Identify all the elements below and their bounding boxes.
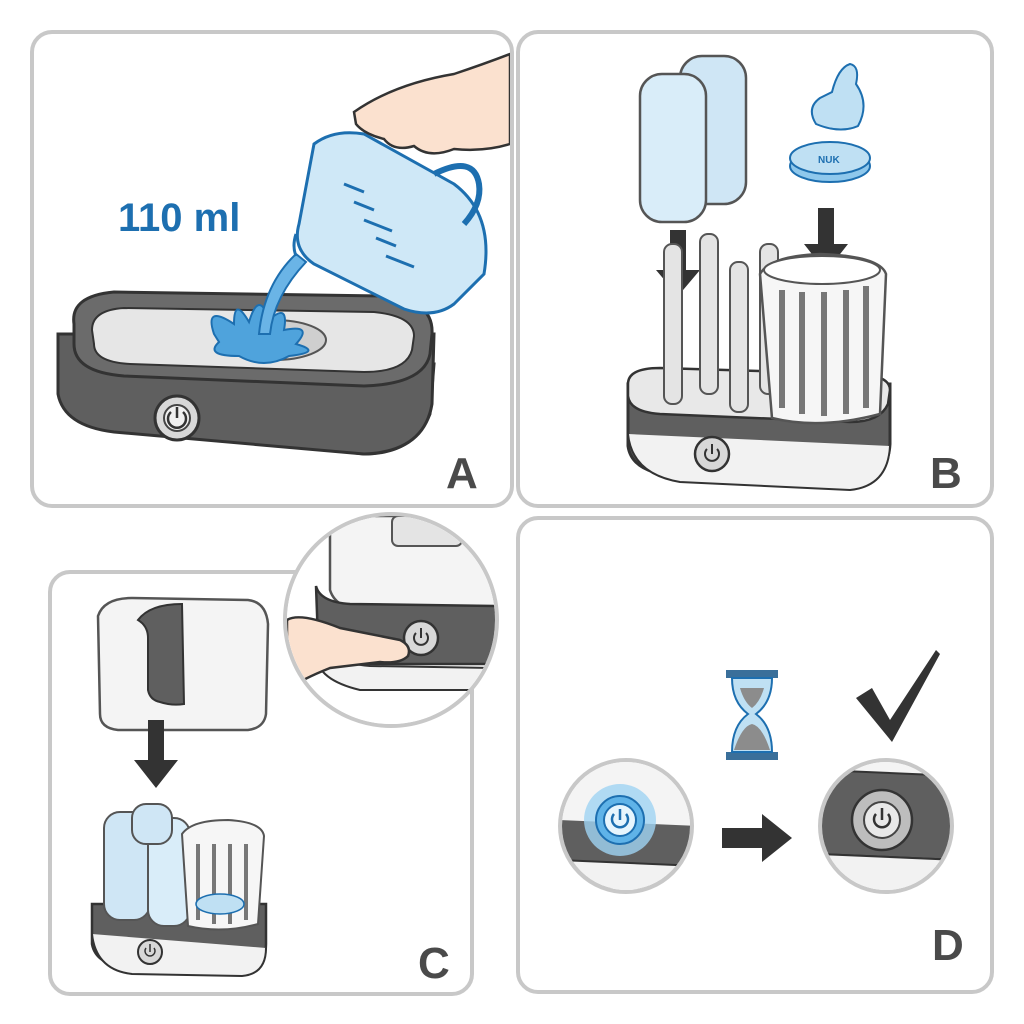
basket-icon xyxy=(182,820,264,930)
basket-icon xyxy=(760,254,886,423)
lid-icon xyxy=(98,598,268,730)
panel-d-illustration xyxy=(520,520,990,990)
teat-icon xyxy=(812,64,864,130)
panel-letter-b: B xyxy=(930,452,962,496)
right-arrow-icon xyxy=(722,814,792,862)
hourglass-icon xyxy=(726,670,778,760)
ring-icon: NUK xyxy=(790,142,870,182)
panel-letter-c: C xyxy=(418,942,450,986)
panel-a: 110 ml A xyxy=(30,30,514,508)
panel-letter-d: D xyxy=(932,924,964,968)
panel-b-illustration: NUK xyxy=(520,34,990,504)
measuring-jug-icon xyxy=(294,133,486,313)
bottle-icon xyxy=(104,804,190,926)
checkmark-icon xyxy=(856,650,940,742)
power-button-lit xyxy=(560,760,700,900)
panel-d: D xyxy=(516,516,994,994)
panel-letter-a: A xyxy=(446,452,478,496)
panel-c: C xyxy=(48,570,474,996)
power-button-off xyxy=(820,760,960,900)
panel-a-illustration xyxy=(34,34,510,504)
bottle-icon xyxy=(640,56,746,222)
panel-b: NUK B xyxy=(516,30,994,508)
ring-brand-text: NUK xyxy=(818,155,840,166)
hand-icon xyxy=(354,54,510,153)
panel-c-illustration xyxy=(52,574,470,992)
water-amount-label: 110 ml xyxy=(118,196,240,241)
